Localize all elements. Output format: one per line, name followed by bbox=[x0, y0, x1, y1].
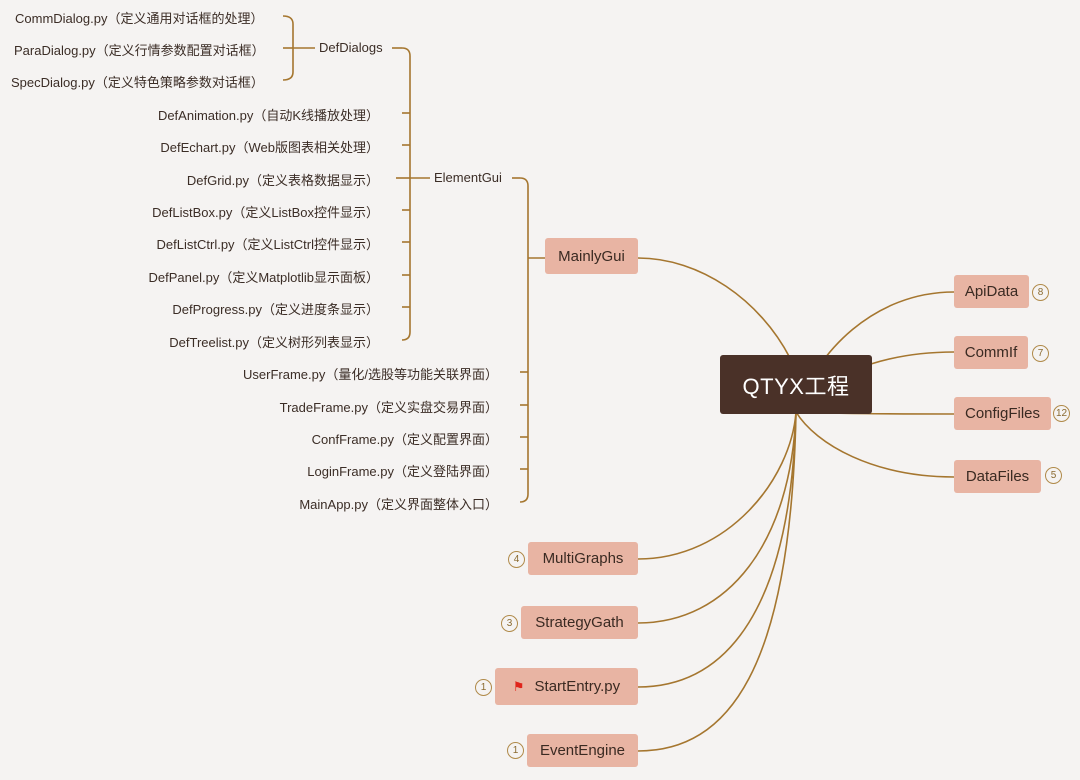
bracket-elementgui bbox=[401, 47, 411, 341]
leaf-defanimation[interactable]: DefAnimation.py（自动K线播放处理） bbox=[157, 108, 379, 123]
badge-apidata: 8 bbox=[1032, 284, 1049, 301]
node-apidata[interactable]: ApiData bbox=[954, 275, 1029, 308]
connector-mainlygui bbox=[637, 257, 791, 359]
root-node[interactable]: QTYX工程 bbox=[720, 355, 872, 414]
leaf-specdialog[interactable]: SpecDialog.py（定义特色策略参数对话框） bbox=[11, 75, 264, 90]
leaf-userframe[interactable]: UserFrame.py（量化/选股等功能关联界面） bbox=[243, 367, 498, 382]
node-elementgui[interactable]: ElementGui bbox=[434, 170, 502, 185]
leaf-loginframe[interactable]: LoginFrame.py（定义登陆界面） bbox=[307, 464, 498, 479]
leaf-deflistbox[interactable]: DefListBox.py（定义ListBox控件显示） bbox=[152, 205, 379, 220]
node-multigraphs[interactable]: MultiGraphs bbox=[528, 542, 638, 575]
leaf-defechart[interactable]: DefEchart.py（Web版图表相关处理） bbox=[160, 140, 379, 155]
red-flag-icon: ⚑ bbox=[512, 678, 525, 694]
badge-commif: 7 bbox=[1032, 345, 1049, 362]
connector-bottom-3 bbox=[637, 411, 797, 752]
bracket-mainlygui bbox=[519, 177, 529, 503]
node-eventengine[interactable]: EventEngine bbox=[527, 734, 638, 767]
connector-right-3 bbox=[795, 411, 955, 478]
node-startentry[interactable]: ⚑ StartEntry.py bbox=[495, 668, 638, 705]
node-defdialogs[interactable]: DefDialogs bbox=[319, 40, 383, 55]
leaf-mainapp[interactable]: MainApp.py（定义界面整体入口） bbox=[299, 497, 498, 512]
node-configfiles[interactable]: ConfigFiles bbox=[954, 397, 1051, 430]
leaf-defpanel[interactable]: DefPanel.py（定义Matplotlib显示面板） bbox=[148, 270, 379, 285]
badge-multigraphs: 4 bbox=[508, 551, 525, 568]
badge-configfiles: 12 bbox=[1053, 405, 1070, 422]
node-mainlygui[interactable]: MainlyGui bbox=[545, 238, 638, 274]
badge-eventengine: 1 bbox=[507, 742, 524, 759]
badge-strategygath: 3 bbox=[501, 615, 518, 632]
leaf-deflistctrl[interactable]: DefListCtrl.py（定义ListCtrl控件显示） bbox=[156, 237, 379, 252]
leaf-paradialog[interactable]: ParaDialog.py（定义行情参数配置对话框） bbox=[14, 43, 265, 58]
connector-bottom-1 bbox=[637, 411, 797, 624]
node-commif[interactable]: CommIf bbox=[954, 336, 1028, 369]
connector-bottom-2 bbox=[637, 411, 797, 688]
badge-datafiles: 5 bbox=[1045, 467, 1062, 484]
leaf-commdialog[interactable]: CommDialog.py（定义通用对话框的处理） bbox=[15, 11, 264, 26]
node-startentry-label: StartEntry.py bbox=[534, 678, 621, 695]
leaf-confframe[interactable]: ConfFrame.py（定义配置界面） bbox=[311, 432, 498, 447]
connector-bottom-0 bbox=[637, 411, 797, 560]
leaf-deftreelist[interactable]: DefTreelist.py（定义树形列表显示） bbox=[169, 335, 379, 350]
node-datafiles[interactable]: DataFiles bbox=[954, 460, 1041, 493]
leaf-defprogress[interactable]: DefProgress.py（定义进度条显示） bbox=[172, 302, 379, 317]
leaf-defgrid[interactable]: DefGrid.py（定义表格数据显示） bbox=[186, 173, 379, 188]
node-strategygath[interactable]: StrategyGath bbox=[521, 606, 638, 639]
badge-startentry: 1 bbox=[475, 679, 492, 696]
leaf-tradeframe[interactable]: TradeFrame.py（定义实盘交易界面） bbox=[279, 400, 498, 415]
